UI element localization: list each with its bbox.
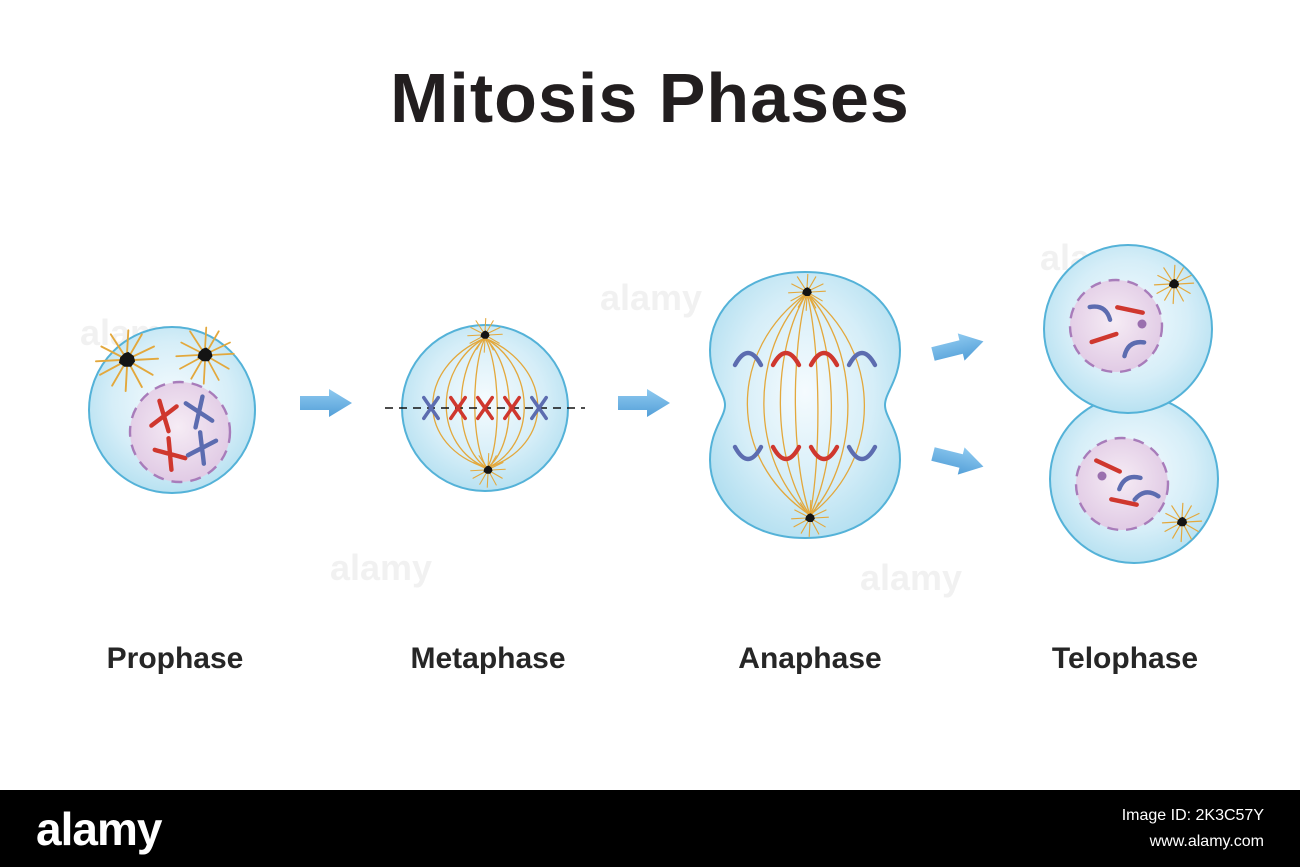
phase-label-prophase: Prophase — [106, 642, 244, 675]
spindle-fibers — [746, 292, 866, 516]
image-id: Image ID: 2K3C57Y — [1121, 806, 1264, 824]
nucleolus — [1097, 471, 1107, 481]
anaphase-cell — [708, 270, 902, 540]
metaphase-cell — [385, 319, 585, 492]
nucleolus — [1137, 319, 1147, 329]
telophase-cells — [1043, 244, 1219, 564]
telophase-chromatin-top — [1090, 302, 1147, 356]
arrow-right-icon — [300, 389, 352, 417]
prophase-cell — [88, 326, 256, 494]
website-url: www.alamy.com — [1149, 832, 1264, 850]
arrow-down-right-icon — [929, 440, 987, 481]
nuclear-envelope — [128, 380, 232, 484]
phase-label-anaphase: Anaphase — [738, 642, 882, 675]
stock-footer-bar: alamy Image ID: 2K3C57Y www.alamy.com — [0, 790, 1300, 867]
watermark: alamy — [330, 547, 432, 588]
diagram-canvas: alamy alamy alamy alamy alamy — [80, 237, 1219, 598]
phase-label-telophase: Telophase — [1051, 642, 1199, 675]
watermark: alamy — [860, 557, 962, 598]
phase-label-metaphase: Metaphase — [410, 642, 566, 675]
watermark: alamy — [600, 277, 702, 318]
nuclear-envelope-top — [1068, 278, 1164, 374]
page-title: Mitosis Phases — [390, 59, 910, 137]
arrow-up-right-icon — [929, 327, 987, 368]
image-meta: Image ID: 2K3C57Y www.alamy.com — [1122, 803, 1264, 854]
alamy-logo: alamy — [36, 802, 162, 855]
phase-labels-row: Prophase Metaphase Anaphase Telophase — [0, 642, 1300, 684]
arrow-right-icon — [618, 389, 670, 417]
cell-membrane — [708, 270, 902, 540]
telophase-chromatin-bottom — [1096, 461, 1158, 505]
